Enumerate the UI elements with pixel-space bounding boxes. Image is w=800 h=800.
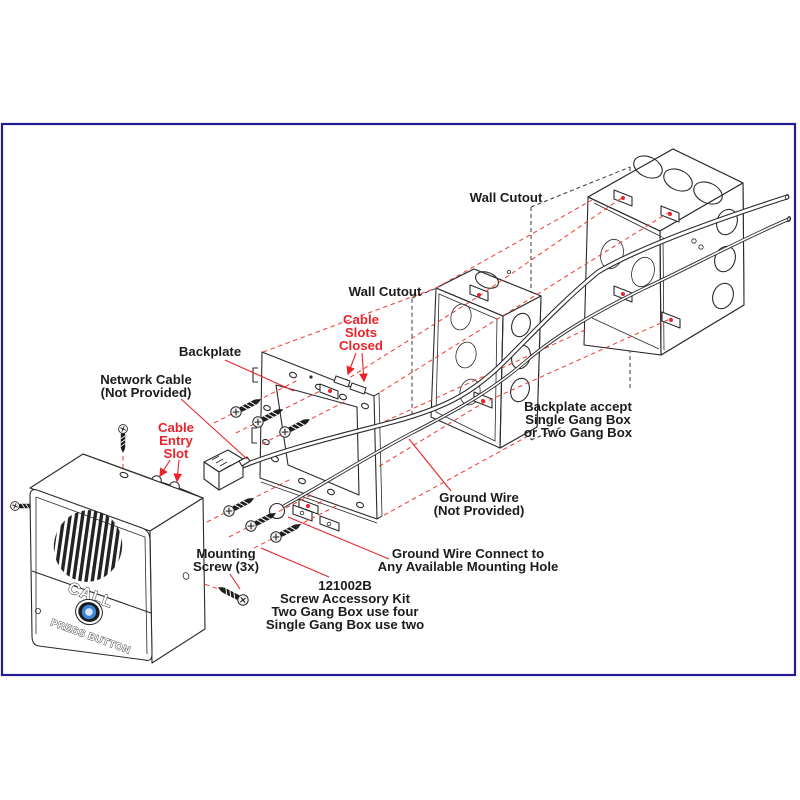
ground-wire [268,217,791,520]
svg-text:(Not Provided): (Not Provided) [101,385,192,400]
svg-text:Slots: Slots [345,325,377,340]
side-screw-hole [182,572,190,580]
label-network-cable: Network Cable [100,372,192,387]
screw [268,519,304,545]
svg-text:Two Gang Box use four: Two Gang Box use four [271,604,418,619]
label-cable-entry-slot: Cable [158,420,194,435]
alignment-dots [306,196,673,508]
label-cable-slots-closed: Cable [343,312,379,327]
intercom-device: CALL PRESS BUTTON [29,453,206,664]
leader-lines [159,352,452,590]
cable-slot-closed-1 [333,375,351,388]
svg-text:Single Gang Box: Single Gang Box [525,412,631,427]
label-backplate: Backplate [179,344,241,359]
diagram-labels: Wall Cutout Wall Cutout Backplate Networ… [100,190,633,632]
screw [118,424,128,454]
diagram-border [0,122,797,677]
svg-text:Screw (3x): Screw (3x) [193,559,259,574]
screw [215,582,251,608]
label-wall-cutout-mid: Wall Cutout [349,284,422,299]
rj45-connector [203,449,251,491]
svg-text:(Not Provided): (Not Provided) [434,503,525,518]
svg-text:Single Gang Box use two: Single Gang Box use two [266,617,424,632]
label-backplate-accept: Backplate accept [524,399,632,414]
svg-text:Entry: Entry [159,433,193,448]
screw [228,394,264,420]
screw [243,508,279,534]
svg-text:or Two Gang Box: or Two Gang Box [524,425,633,440]
screw [221,493,257,519]
svg-text:Screw Accessory Kit: Screw Accessory Kit [280,591,411,606]
svg-text:Any Available Mounting Hole: Any Available Mounting Hole [378,559,559,574]
label-mounting-screw: Mounting [196,546,255,561]
label-ground-wire-connect: Ground Wire Connect to [392,546,544,561]
network-cable-wire [237,194,792,470]
front-screw-hole [35,608,42,615]
svg-text:Closed: Closed [339,338,383,353]
call-button [75,598,103,626]
single-gang-box [430,268,542,449]
label-ground-wire: Ground Wire [439,490,519,505]
label-wall-cutout-top: Wall Cutout [470,190,543,205]
svg-text:Slot: Slot [164,446,190,461]
cable-slot-closed-2 [349,382,367,395]
two-gang-box [583,148,745,356]
top-screw-hole [119,471,129,479]
label-screw-kit: 121002B [318,578,372,593]
cable-entry-slots [82,453,204,499]
